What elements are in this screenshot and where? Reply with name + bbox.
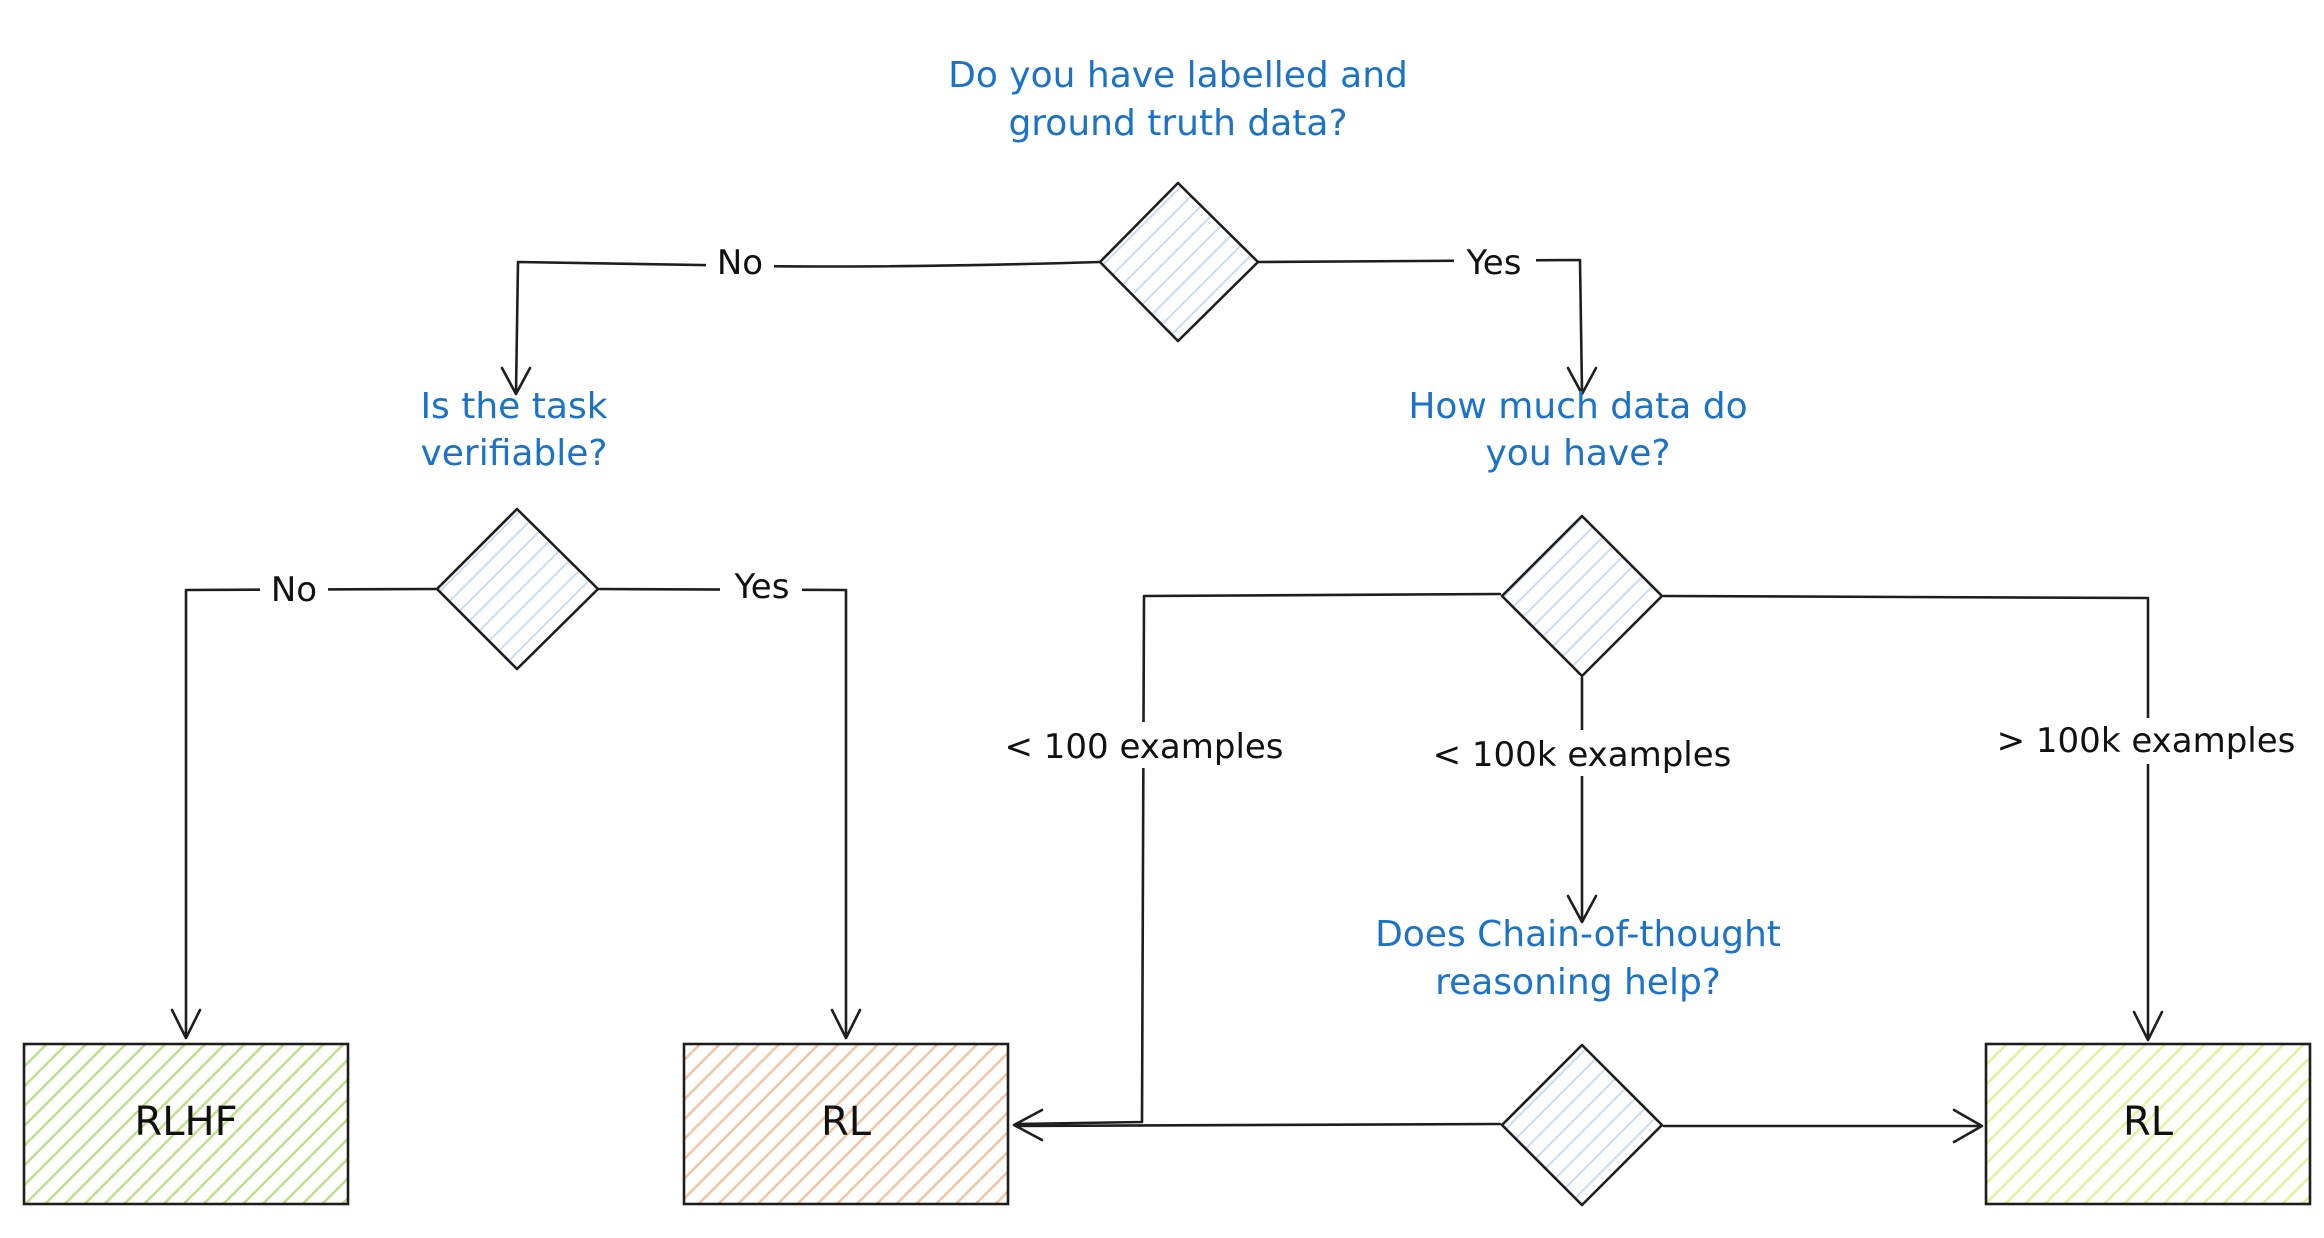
edge-q1-yes <box>1254 258 1584 394</box>
outcome-box-rl-middle <box>682 1042 1010 1206</box>
decision-diamond-q1 <box>1098 181 1260 343</box>
arrowhead-q2-yes <box>830 1008 862 1040</box>
arrowhead-q3-lt100k <box>1566 894 1598 924</box>
arrowhead-to-rl-middle <box>1012 1108 1044 1142</box>
edge-label-lt100: < 100 examples <box>1004 727 1283 767</box>
edge-q2-no <box>184 587 438 1038</box>
outcome-label-rlhf: RLHF <box>134 1099 237 1145</box>
question-q3-line2: you have? <box>1485 433 1670 474</box>
question-q1-line2: ground truth data? <box>1008 103 1347 144</box>
outcome-box-rl-right <box>1984 1042 2312 1206</box>
outcome-box-rlhf <box>22 1042 350 1206</box>
decision-diamond-q3 <box>1500 514 1664 678</box>
edge-q2-yes <box>596 587 848 1038</box>
edge-label-gt100k: > 100k examples <box>1997 721 2296 761</box>
arrowhead-q1-no <box>500 366 532 396</box>
question-q1-line1: Do you have labelled and <box>948 55 1408 96</box>
decision-diamond-q2 <box>435 507 600 671</box>
question-q2-line1: Is the task <box>420 386 607 427</box>
arrowhead-q1-yes <box>1566 366 1598 396</box>
question-q4-line2: reasoning help? <box>1435 962 1721 1003</box>
outcome-label-rl-middle: RL <box>821 1099 872 1145</box>
question-q2-line2: verifiable? <box>420 433 607 474</box>
edge-q4-to-rl-middle <box>1014 1122 1502 1128</box>
edge-q3-lt100 <box>1014 592 1502 1126</box>
edge-label-q2-no: No <box>271 570 317 610</box>
outcome-label-rl-right: RL <box>2123 1099 2174 1145</box>
edge-label-lt100k: < 100k examples <box>1433 735 1732 775</box>
arrowhead-q3-gt100k <box>2132 1010 2164 1042</box>
question-q4-line1: Does Chain-of-thought <box>1375 914 1781 955</box>
decision-diamond-q4 <box>1500 1043 1664 1207</box>
edge-q1-no <box>514 260 1102 394</box>
question-q3-line1: How much data do <box>1408 386 1747 427</box>
edge-label-q1-no: No <box>717 243 763 283</box>
edge-label-q2-yes: Yes <box>734 567 790 607</box>
edge-q3-gt100k <box>1662 594 2150 1040</box>
arrowhead-q2-no <box>170 1008 202 1040</box>
arrowhead-to-rl-right <box>1952 1108 1984 1144</box>
edge-label-q1-yes: Yes <box>1466 243 1522 283</box>
